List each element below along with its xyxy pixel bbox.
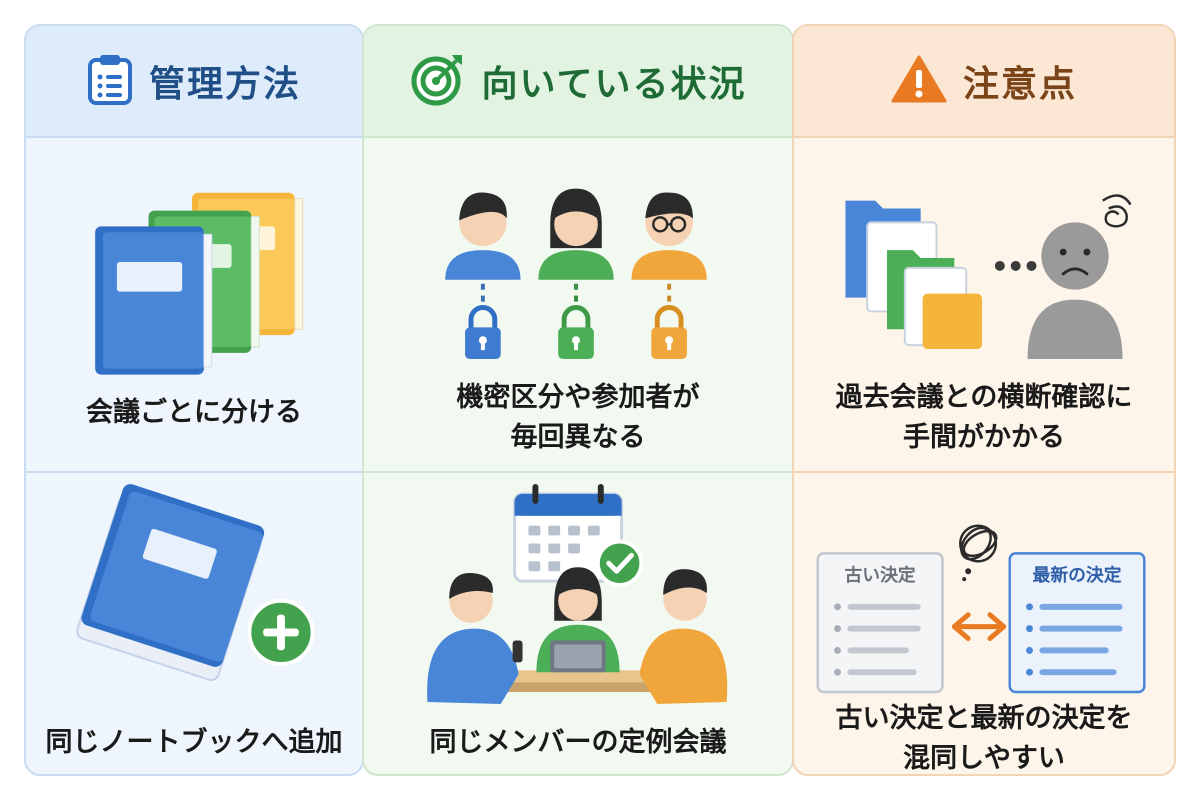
person-icon	[536, 567, 620, 673]
confused-person-icon	[1027, 194, 1132, 359]
new-decision-label: 最新の決定	[1033, 564, 1122, 586]
person-icon	[639, 569, 728, 704]
caution-row2-cell: 古い決定 最新の決定 古い決定と最新の決定を 混同し	[794, 473, 1174, 774]
caution-row1-cell: 過去会議との横断確認に 手間がかかる	[794, 138, 1174, 471]
scattered-files-illustration	[845, 194, 1132, 359]
method-row1-caption: 会議ごとに分ける	[86, 397, 302, 428]
caution-column: 注意点	[792, 24, 1176, 776]
lock-icon	[651, 305, 687, 360]
new-decision-doc: 最新の決定	[1008, 552, 1146, 694]
calendar-icon	[513, 484, 624, 583]
suitable-row1-cell: 機密区分や参加者が 毎回異なる	[364, 138, 792, 471]
method-row-divider	[26, 471, 362, 473]
method-header: 管理方法	[26, 26, 362, 138]
caution-title: 注意点	[962, 64, 1077, 105]
old-decision-doc: 古い決定	[816, 552, 944, 694]
lock-icon	[558, 305, 594, 360]
add-to-notebook-illustration	[76, 484, 315, 681]
regular-meeting-illustration	[427, 484, 728, 704]
suitable-row-divider	[364, 471, 792, 473]
separate-notebooks-illustration	[95, 192, 304, 375]
double-arrow-icon	[951, 612, 1007, 641]
suitable-row2-cell: 同じメンバーの定例会議	[364, 473, 792, 774]
old-vs-new-decision-illustration: 古い決定 最新の決定	[816, 524, 1146, 694]
suitable-row2-caption: 同じメンバーの定例会議	[429, 727, 727, 758]
warning-icon	[891, 54, 947, 108]
suitable-row1-caption: 機密区分や参加者が 毎回異なる	[456, 382, 700, 453]
old-decision-label: 古い決定	[844, 564, 915, 586]
method-row2-caption: 同じノートブックへ追加	[45, 727, 343, 758]
lock-icon	[465, 305, 501, 360]
plus-icon	[247, 598, 315, 667]
person-icon	[631, 192, 707, 280]
caution-row-divider	[794, 471, 1174, 473]
target-icon	[410, 51, 466, 111]
method-title: 管理方法	[148, 64, 301, 105]
caution-row2-caption: 古い決定と最新の決定を 混同しやすい	[835, 703, 1133, 774]
tangle-icon	[959, 524, 998, 582]
caution-row1-caption: 過去会議との横断確認に 手間がかかる	[835, 382, 1133, 453]
method-row1-cell: 会議ごとに分ける	[26, 138, 362, 471]
clipboard-icon	[87, 53, 133, 109]
suitable-header: 向いている状況	[364, 26, 792, 138]
check-icon	[595, 539, 644, 588]
caution-header: 注意点	[794, 26, 1174, 138]
person-icon	[427, 573, 523, 704]
method-column: 管理方法 会議ご	[24, 24, 364, 776]
participants-lock-illustration	[445, 188, 707, 360]
method-row2-cell: 同じノートブックへ追加	[26, 473, 362, 774]
person-icon	[538, 188, 614, 280]
suitable-title: 向いている状況	[481, 64, 747, 105]
suitable-column: 向いている状況	[362, 24, 794, 776]
person-icon	[445, 192, 521, 280]
